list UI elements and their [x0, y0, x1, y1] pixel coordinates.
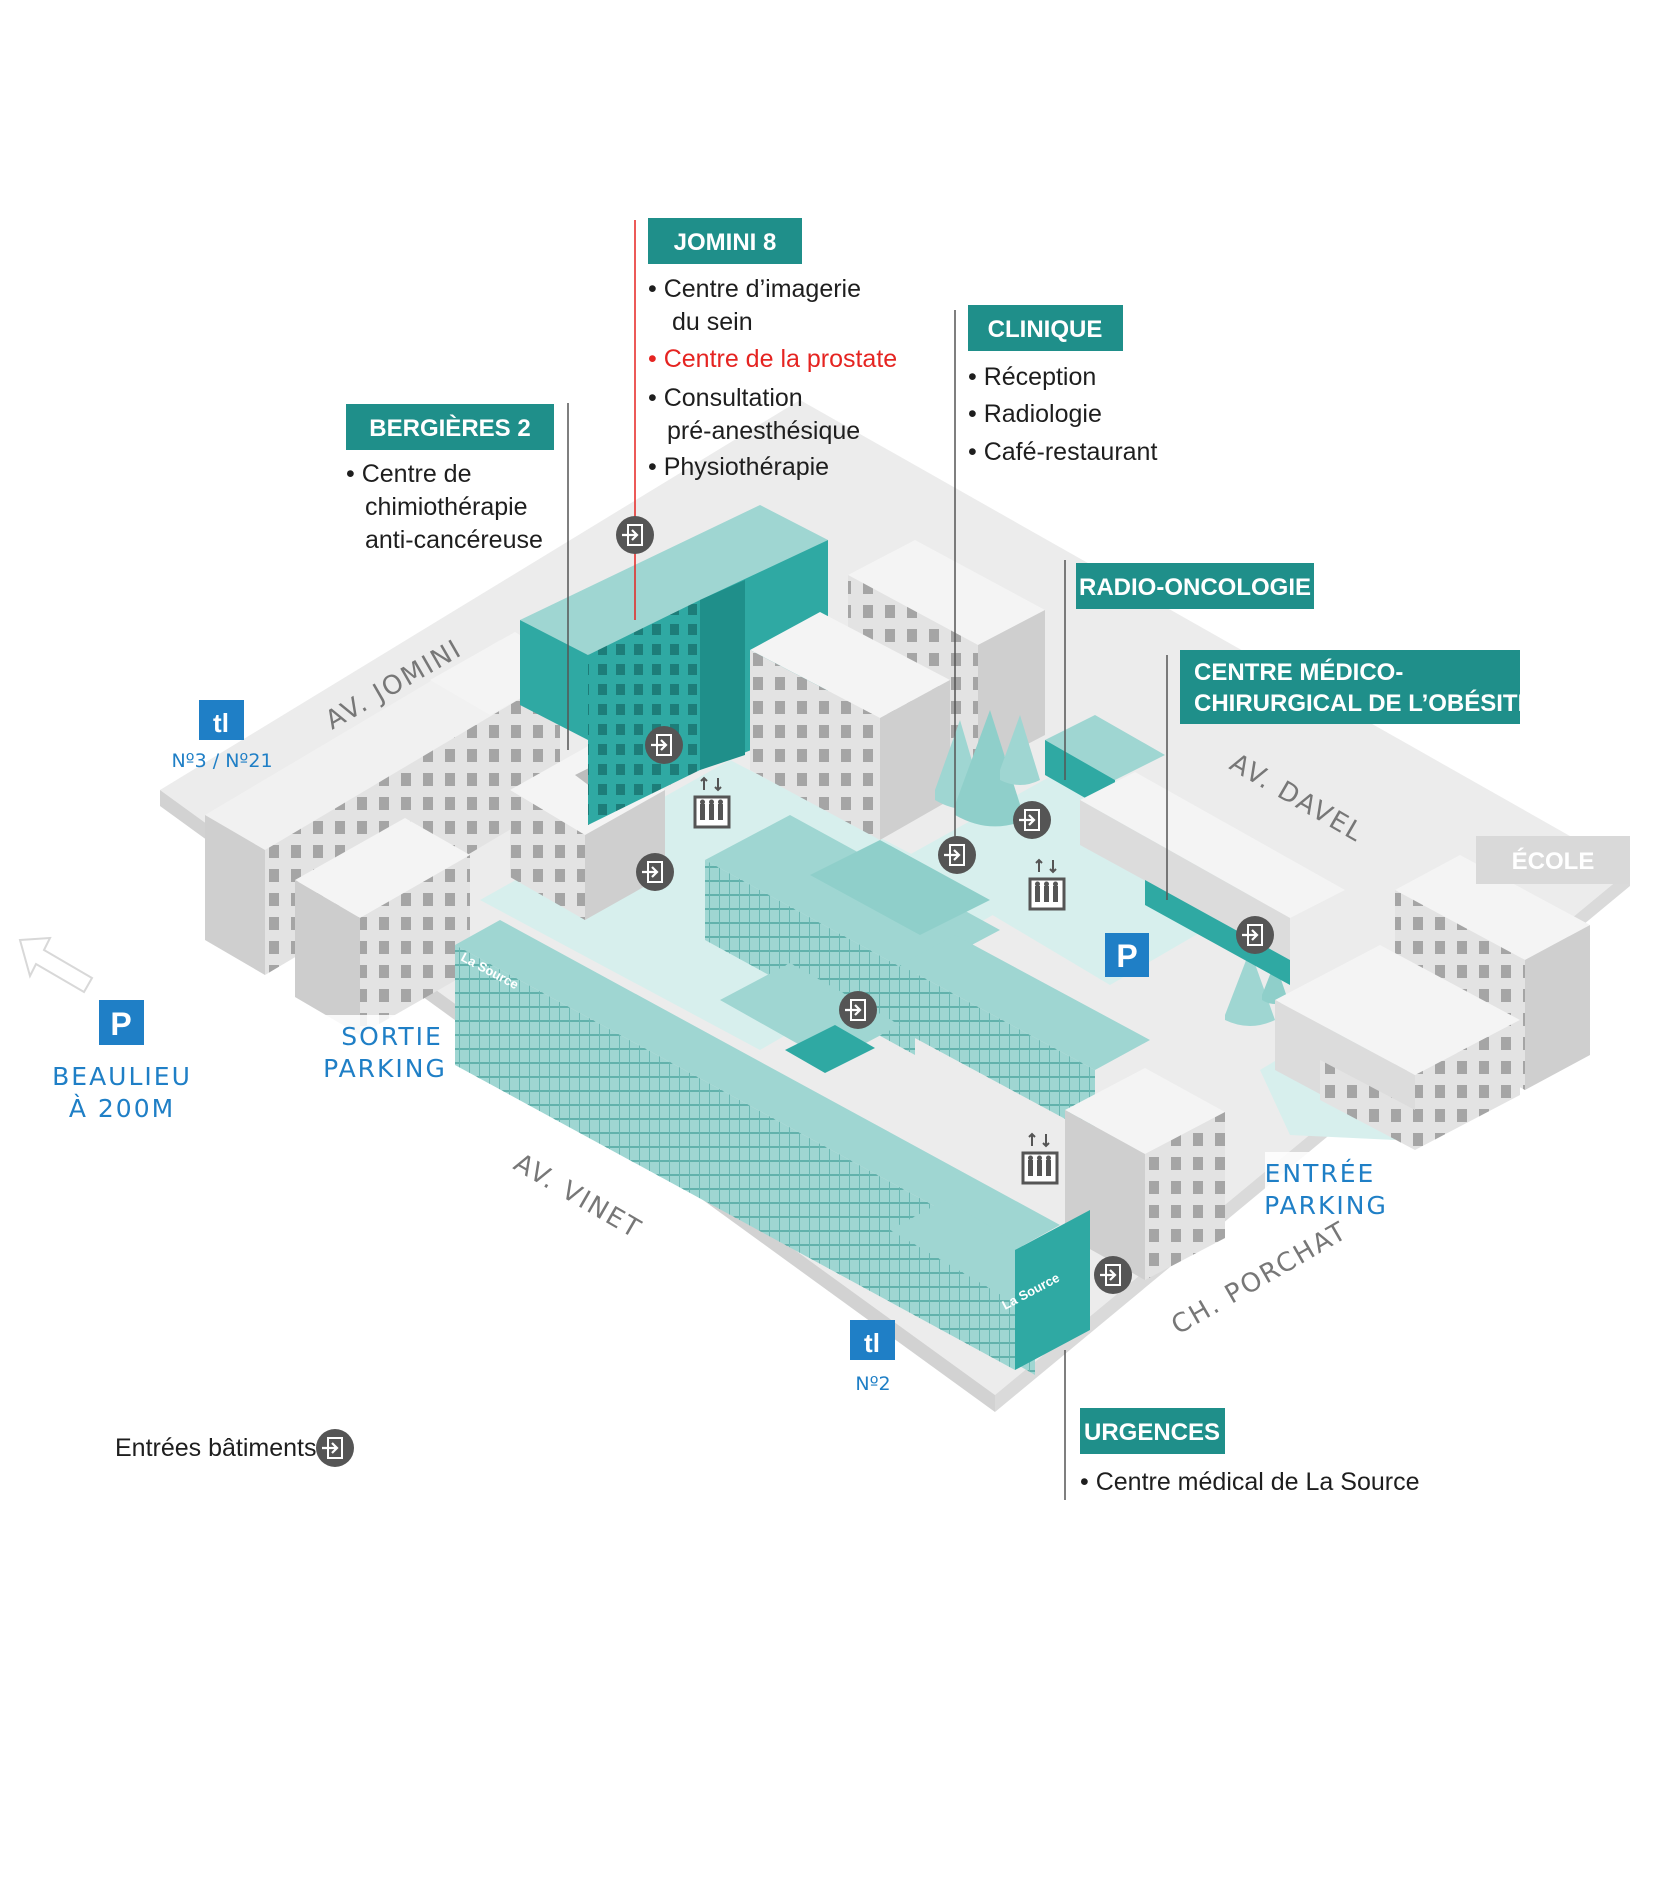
label-bergieres-bg: [346, 404, 554, 450]
jomini-item-4: • Physiothérapie: [648, 453, 829, 481]
label-jomini-title: JOMINI 8: [674, 229, 777, 256]
building-obesite: [1080, 772, 1345, 985]
label-ecole-bg: [1476, 836, 1630, 884]
trees-east: [1225, 950, 1288, 1026]
bus-stop-north: tl: [199, 700, 244, 740]
crosswalk-south: [380, 1120, 512, 1204]
bergieres-item-1-cont1: chimiothérapie: [365, 493, 528, 521]
label-urgences-title: URGENCES: [1084, 1419, 1220, 1446]
label-obesite-line2: CHIRURGICAL DE L’OBÉSITÉ: [1194, 689, 1534, 717]
entrance-icon[interactable]: [643, 724, 685, 766]
leader-lines: [567, 310, 1168, 1500]
jomini-item-3-cont: pré-anesthésique: [667, 417, 860, 445]
bergieres-item-1: • Centre de: [346, 460, 472, 488]
jomini-item-2: • Centre de la prostate: [648, 345, 897, 373]
label-clinique-title: CLINIQUE: [988, 316, 1103, 343]
svg-text:P: P: [1116, 938, 1137, 974]
label-ecole-title: ÉCOLE: [1512, 847, 1595, 875]
jomini-item-3: • Consultation: [648, 384, 803, 412]
arrow-beaulieu-icon: [18, 936, 94, 994]
entrance-icon[interactable]: [1011, 799, 1053, 841]
sortie-line1: SORTIE: [341, 1022, 443, 1051]
sortie-line2: PARKING: [323, 1054, 447, 1083]
beaulieu-line2: À 200M: [69, 1094, 175, 1123]
label-clinique-bg: [968, 305, 1123, 351]
bus-stop-south: tl: [850, 1320, 895, 1360]
entrance-icon[interactable]: [837, 989, 879, 1031]
building-north-mid: [750, 612, 950, 840]
entrance-icon[interactable]: [936, 834, 978, 876]
bergieres-item-1-cont2: anti-cancéreuse: [365, 526, 543, 554]
beaulieu-line1: BEAULIEU: [52, 1062, 192, 1091]
bus-stop-south-lines: Nº2: [855, 1373, 890, 1395]
bus-stop-north-lines: Nº3 / Nº21: [171, 750, 272, 772]
crosswalk-west: [70, 808, 176, 876]
urgences-item-1: • Centre médical de La Source: [1080, 1468, 1420, 1496]
label-obesite-line1: CENTRE MÉDICO-: [1194, 658, 1403, 686]
parking-sign-beaulieu: P: [99, 1000, 144, 1045]
street-vinet: AV. VINET: [509, 1148, 647, 1245]
label-urgences-bg: [1080, 1408, 1225, 1454]
clinique-item-3: • Café-restaurant: [968, 438, 1157, 466]
trees-north: [935, 710, 1040, 827]
entree-line2: PARKING: [1264, 1191, 1388, 1220]
entree-bg: [1265, 1152, 1395, 1220]
clinique-item-2: • Radiologie: [968, 400, 1102, 428]
clinique-item-1: • Réception: [968, 363, 1096, 391]
label-radio-bg: [1076, 563, 1314, 609]
parking-sign-center: P: [1105, 933, 1149, 977]
building-east-cluster: [1275, 945, 1520, 1150]
label-bergieres-title: BERGIÈRES 2: [369, 414, 530, 442]
entrance-icon[interactable]: [634, 851, 676, 893]
svg-text:P: P: [110, 1006, 131, 1042]
label-jomini-bg: [648, 218, 802, 264]
building-la-source: [455, 920, 1090, 1375]
entrance-icon[interactable]: [1092, 1254, 1134, 1296]
label-radio-title: RADIO-ONCOLOGIE: [1079, 574, 1311, 601]
label-obesite-bg: [1180, 650, 1520, 724]
entree-line1: ENTRÉE: [1265, 1159, 1376, 1188]
jomini-item-1: • Centre d’imagerie: [648, 275, 861, 303]
sortie-bg: [322, 1015, 447, 1083]
building-corner-west: [295, 818, 470, 1035]
svg-text:tl: tl: [213, 708, 229, 738]
entrance-icon[interactable]: [1234, 914, 1276, 956]
legend-entrances: Entrées bâtiments: [115, 1434, 317, 1462]
svg-text:tl: tl: [864, 1328, 880, 1358]
jomini-item-1-cont: du sein: [672, 308, 753, 336]
legend-entrance-icon: [314, 1427, 356, 1469]
entrance-icon[interactable]: [614, 514, 656, 556]
